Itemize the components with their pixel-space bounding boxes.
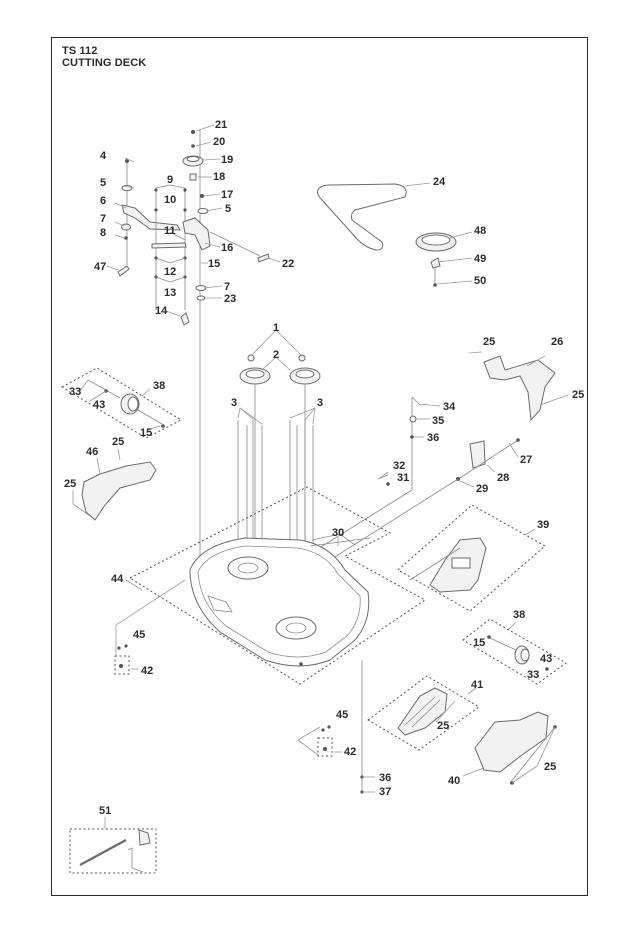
callout-18: 18: [213, 171, 225, 183]
callout-19: 19: [221, 154, 233, 166]
callout-9: 9: [167, 174, 173, 186]
callout-30: 30: [332, 527, 344, 539]
callout-25-left: 25: [64, 478, 76, 490]
guard-41: [367, 675, 480, 751]
mower-deck: [128, 486, 426, 685]
callout-33: 33: [69, 386, 81, 398]
callout-25-bottom: 25: [544, 761, 556, 773]
callout-36: 36: [427, 432, 439, 444]
fastener-kit-left: [114, 644, 130, 675]
callout-23: 23: [224, 293, 236, 305]
callout-5b: 5: [225, 203, 231, 215]
diagram-frame: [51, 37, 588, 896]
callout-5: 5: [100, 177, 106, 189]
spindle-pulleys: [237, 354, 321, 560]
callout-39: 39: [537, 519, 549, 531]
callout-25-left-top: 25: [112, 436, 124, 448]
callout-44: 44: [111, 573, 124, 585]
side-cover-40: [474, 711, 557, 785]
callout-11: 11: [164, 225, 176, 237]
callout-3-left: 3: [231, 397, 237, 409]
callout-37: 37: [379, 786, 391, 798]
callout-36b: 36: [379, 772, 391, 784]
bracket-28: [329, 438, 520, 561]
callout-38b: 38: [513, 609, 525, 621]
gauge-wheel-kit-left: [60, 367, 183, 439]
callout-4: 4: [100, 150, 107, 162]
callout-13: 13: [164, 287, 176, 299]
bracket-26: [483, 355, 556, 422]
callout-7b: 7: [224, 281, 230, 293]
fastener-kit-right: [317, 725, 333, 757]
pin-31-32: [377, 474, 390, 486]
callout-48: 48: [474, 225, 486, 237]
callout-28: 28: [497, 472, 509, 484]
callout-20: 20: [213, 136, 225, 148]
callout-31: 31: [397, 472, 409, 484]
callout-32: 32: [393, 460, 405, 472]
callout-42: 42: [141, 665, 153, 677]
callout-41: 41: [471, 679, 483, 691]
callout-43b: 43: [540, 653, 552, 665]
callout-34: 34: [443, 401, 456, 413]
callout-45b: 45: [336, 709, 348, 721]
leader-lines: [72, 124, 569, 829]
callout-6: 6: [100, 195, 106, 207]
callout-33b: 33: [527, 669, 539, 681]
callout-25-guard: 25: [437, 720, 449, 732]
callout-42b: 42: [344, 746, 356, 758]
section-title: CUTTING DECK: [62, 57, 147, 69]
chute-39: [397, 504, 546, 612]
callout-14: 14: [155, 305, 168, 317]
callouts: 21 20 19 18 4 5 9 17 6 10 5 7 8 11 16 15…: [64, 119, 584, 817]
callout-1: 1: [273, 322, 279, 334]
callout-16: 16: [221, 242, 233, 254]
callout-8: 8: [100, 227, 106, 239]
callout-25-top: 25: [483, 336, 495, 348]
idler-arm-assembly: [117, 130, 270, 560]
callout-35: 35: [432, 415, 444, 427]
callout-50: 50: [474, 275, 486, 287]
callout-15: 15: [208, 258, 220, 270]
callout-12: 12: [164, 266, 176, 278]
callout-25-right: 25: [572, 389, 584, 401]
callout-24: 24: [433, 176, 446, 188]
callout-17: 17: [221, 189, 233, 201]
callout-45: 45: [133, 629, 145, 641]
callout-29: 29: [476, 483, 488, 495]
callout-40: 40: [448, 775, 460, 787]
callout-47: 47: [94, 261, 106, 273]
callout-51: 51: [99, 805, 111, 817]
callout-46: 46: [86, 446, 98, 458]
model-title: TS 112: [62, 45, 98, 57]
callout-21: 21: [215, 119, 227, 131]
callout-7: 7: [100, 213, 106, 225]
callout-22: 22: [282, 258, 294, 270]
callout-2: 2: [273, 349, 279, 361]
callout-15b: 15: [140, 427, 152, 439]
callout-49: 49: [474, 253, 486, 265]
kit-51: [69, 828, 157, 874]
callout-15c: 15: [473, 637, 485, 649]
callout-10: 10: [164, 194, 176, 206]
callout-3-right: 3: [317, 397, 323, 409]
callout-27: 27: [520, 454, 532, 466]
callout-26: 26: [551, 336, 563, 348]
gauge-wheel-kit-right: [462, 618, 567, 685]
belt-assembly: [317, 183, 457, 287]
callout-38: 38: [153, 380, 165, 392]
callout-43: 43: [93, 399, 105, 411]
side-cover-46: [81, 461, 157, 521]
